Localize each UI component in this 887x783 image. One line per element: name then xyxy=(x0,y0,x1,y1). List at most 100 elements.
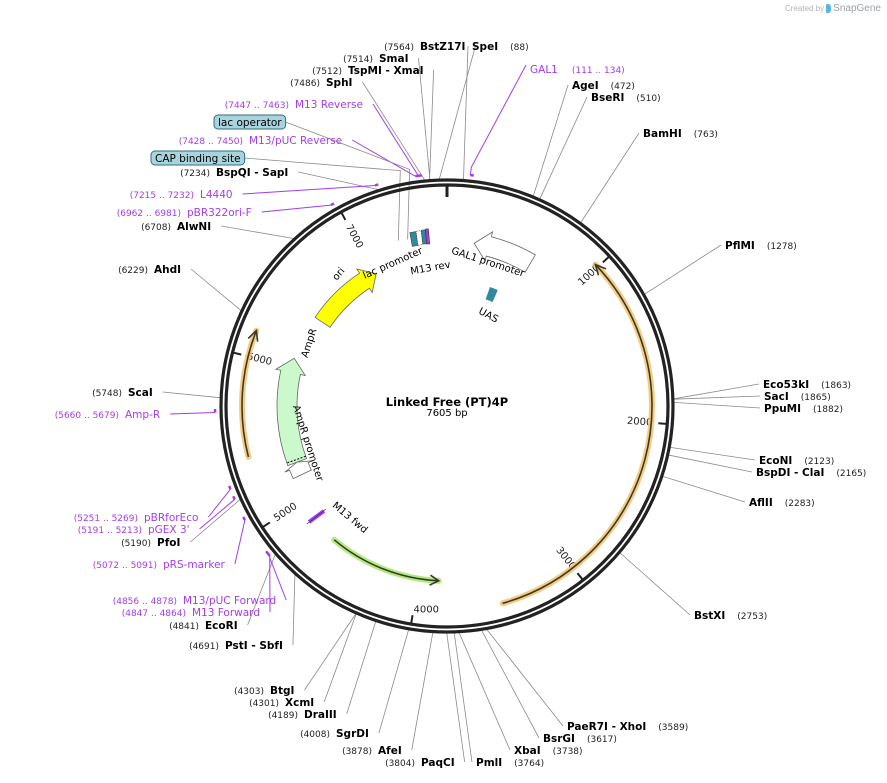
enzyme-name[interactable]: BtgI xyxy=(270,685,294,697)
enzyme-site[interactable]: Eco53kI(1863) xyxy=(763,379,851,391)
enzyme-name[interactable]: PaeR7I - XhoI xyxy=(567,721,646,733)
enzyme-name[interactable]: PflMI xyxy=(725,240,755,252)
enzyme-site[interactable]: PaqCI(3804) xyxy=(385,757,455,769)
enzyme-name[interactable]: ScaI xyxy=(128,387,153,399)
enzyme-name[interactable]: TspMI - XmaI xyxy=(348,65,424,77)
primer-name[interactable]: GAL1 xyxy=(530,64,558,76)
gal1-promoter-feature[interactable] xyxy=(473,231,536,273)
enzyme-name[interactable]: SphI xyxy=(326,77,352,89)
orf-right-arc[interactable] xyxy=(502,264,653,605)
orf-left-arc[interactable] xyxy=(241,330,258,458)
feature-box[interactable] xyxy=(150,150,246,166)
uas-feature[interactable] xyxy=(485,287,498,303)
enzyme-site[interactable]: AlwNI(6708) xyxy=(141,221,211,233)
lac-promoter-block[interactable] xyxy=(415,230,424,246)
enzyme-name[interactable]: BstZ17I xyxy=(420,41,465,53)
enzyme-name[interactable]: PaqCI xyxy=(421,757,455,769)
enzyme-name[interactable]: BspQI - SapI xyxy=(216,167,288,179)
enzyme-site[interactable]: EcoNI(2123) xyxy=(759,455,834,467)
enzyme-name[interactable]: PpuMI xyxy=(764,403,801,415)
enzyme-site[interactable]: EcoRI(4841) xyxy=(169,620,238,632)
plasmid-backbone[interactable] xyxy=(219,178,675,634)
enzyme-name[interactable]: EcoNI xyxy=(759,455,792,467)
primer-site[interactable]: pGEX 3'(5191 .. 5213) xyxy=(78,495,236,536)
enzyme-site[interactable]: BseRI(510) xyxy=(591,92,661,104)
enzyme-site[interactable]: PflMI(1278) xyxy=(725,240,797,252)
enzyme-name[interactable]: AgeI xyxy=(572,80,599,92)
enzyme-name[interactable]: AfeI xyxy=(378,745,402,757)
feature-box[interactable] xyxy=(213,114,287,130)
enzyme-site[interactable]: BstZ17I(7564) xyxy=(384,41,465,53)
primer-site[interactable]: Amp-R(5660 .. 5679) xyxy=(55,408,217,421)
enzyme-name[interactable]: AflII xyxy=(749,497,773,509)
enzyme-site[interactable]: SphI(7486) xyxy=(290,77,352,89)
enzyme-site[interactable]: XbaI(3738) xyxy=(514,745,583,757)
enzyme-name[interactable]: BamHI xyxy=(643,128,682,140)
primer-site[interactable]: pBRforEco(5251 .. 5269) xyxy=(74,485,232,524)
enzyme-site[interactable]: AflII(2283) xyxy=(749,497,815,509)
enzyme-name[interactable]: SacI xyxy=(764,391,789,403)
enzyme-site[interactable]: DraIII(4189) xyxy=(268,709,337,721)
enzyme-site[interactable]: BspQI - SapI(7234) xyxy=(180,167,288,179)
primer-name[interactable]: pBR322ori-F xyxy=(187,207,252,219)
ampr-feature[interactable] xyxy=(274,357,308,467)
enzyme-name[interactable]: XcmI xyxy=(285,697,314,709)
enzyme-site[interactable]: PaeR7I - XhoI(3589) xyxy=(567,721,688,733)
primer-name[interactable]: M13/pUC Reverse xyxy=(249,135,342,147)
primer-name[interactable]: pGEX 3' xyxy=(148,524,190,536)
primer-name[interactable]: pBRforEco xyxy=(144,512,198,524)
enzyme-name[interactable]: PmlI xyxy=(476,757,502,769)
enzyme-site[interactable]: SmaI(7514) xyxy=(343,53,408,65)
boxed-feature-label[interactable]: CAP binding site xyxy=(150,150,246,166)
enzyme-name[interactable]: EcoRI xyxy=(205,620,238,632)
enzyme-site[interactable]: PstI - SbfI(4691) xyxy=(189,640,283,652)
enzyme-site[interactable]: SpeI(88) xyxy=(472,41,529,53)
ampr-promoter-feature[interactable] xyxy=(284,460,313,480)
enzyme-site[interactable]: BspDI - ClaI(2165) xyxy=(756,467,866,479)
primer-site[interactable]: L4440(7215 .. 7232) xyxy=(130,183,379,201)
ori-feature[interactable] xyxy=(314,268,377,328)
enzyme-name[interactable]: XbaI xyxy=(514,745,541,757)
primer-site[interactable]: pBR322ori-F(6962 .. 6981) xyxy=(117,202,335,219)
primer-name[interactable]: M13 Forward xyxy=(192,607,260,619)
enzyme-site[interactable]: AfeI(3878) xyxy=(342,745,402,757)
primer-site[interactable]: M13 Reverse(7447 .. 7463) xyxy=(225,99,422,178)
enzyme-name[interactable]: SmaI xyxy=(379,53,409,65)
enzyme-site[interactable]: BsrGI(3617) xyxy=(543,733,617,745)
boxed-feature-label[interactable]: lac operator xyxy=(213,114,287,130)
primer-site[interactable]: GAL1(111 .. 134) xyxy=(470,64,625,177)
enzyme-name[interactable]: BsrGI xyxy=(543,733,575,745)
enzyme-site[interactable]: AhdI(6229) xyxy=(118,264,181,276)
enzyme-site[interactable]: BstXI(2753) xyxy=(694,610,767,622)
annotation-labels[interactable]: SpeI(88) AgeI(472)BseRI(510) BamHI(763) Pfl… xyxy=(55,41,867,769)
primer-site[interactable]: M13/pUC Reverse(7428 .. 7450) xyxy=(179,135,419,178)
enzyme-name[interactable]: BseRI xyxy=(591,92,624,104)
enzyme-site[interactable]: ScaI(5748) xyxy=(92,387,153,399)
orf-bottom-arc[interactable] xyxy=(333,539,439,582)
enzyme-site[interactable]: XcmI(4301) xyxy=(249,697,314,709)
primer-name[interactable]: pRS-marker xyxy=(163,559,226,571)
enzyme-name[interactable]: AhdI xyxy=(154,264,181,276)
m13-rev-block[interactable] xyxy=(425,228,431,245)
enzyme-name[interactable]: BstXI xyxy=(694,610,725,622)
enzyme-site[interactable]: PfoI(5190) xyxy=(121,537,180,549)
primer-name[interactable]: Amp-R xyxy=(125,409,160,421)
primer-name[interactable]: M13/pUC Forward xyxy=(183,595,276,607)
primer-site[interactable]: pRS-marker(5072 .. 5091) xyxy=(93,516,247,571)
primer-site[interactable]: M13 Forward(4847 .. 4864) xyxy=(122,552,271,619)
orf-arcs[interactable] xyxy=(239,261,655,607)
enzyme-site[interactable]: SgrDI(4008) xyxy=(300,728,369,740)
enzyme-site[interactable]: PpuMI(1882) xyxy=(764,403,843,415)
enzyme-site[interactable]: AgeI(472) xyxy=(572,80,635,92)
enzyme-name[interactable]: SgrDI xyxy=(336,728,369,740)
enzyme-site[interactable]: PmlI(3764) xyxy=(476,757,544,769)
enzyme-name[interactable]: AlwNI xyxy=(177,221,211,233)
enzyme-name[interactable]: BspDI - ClaI xyxy=(756,467,824,479)
enzyme-site[interactable]: BamHI(763) xyxy=(643,128,718,140)
enzyme-name[interactable]: PfoI xyxy=(157,537,180,549)
enzyme-name[interactable]: PstI - SbfI xyxy=(225,640,283,652)
enzyme-name[interactable]: Eco53kI xyxy=(763,379,809,391)
lac-cluster[interactable] xyxy=(306,228,431,525)
enzyme-name[interactable]: SpeI xyxy=(472,41,498,53)
